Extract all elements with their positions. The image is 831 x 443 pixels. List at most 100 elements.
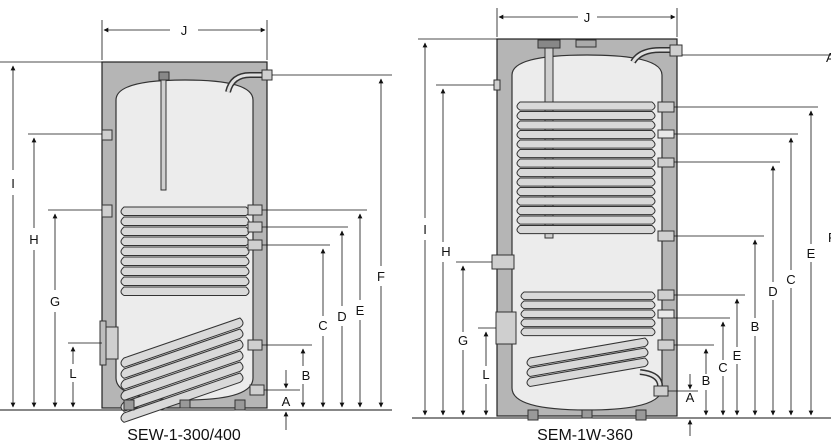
- lower-coil: [520, 291, 656, 337]
- label-L: L: [69, 366, 76, 381]
- coil-loop: [516, 168, 656, 178]
- label-E-upper: E: [807, 246, 816, 261]
- label-L: L: [482, 367, 489, 382]
- upper-coil-flow-fitting: [657, 101, 675, 113]
- coil-loop: [516, 215, 656, 225]
- electric-heater-port: [491, 254, 515, 270]
- cold-inlet-fitting: [249, 384, 265, 396]
- coil-loop: [516, 187, 656, 197]
- coil-loop: [516, 101, 656, 111]
- label-J: J: [584, 10, 591, 25]
- label-A: A: [686, 390, 695, 405]
- label-C-upper: C: [786, 272, 795, 287]
- foot: [635, 409, 647, 421]
- label-G: G: [50, 294, 60, 309]
- coil-loop: [516, 130, 656, 140]
- coil-loop: [516, 206, 656, 216]
- coil-loop: [120, 276, 250, 286]
- bottom-coil: [526, 337, 649, 388]
- lower-coil-fitting: [247, 339, 263, 351]
- coil-loop: [516, 111, 656, 121]
- heater-sew-1-300-400: J I H G L A B C: [0, 20, 392, 443]
- coil-loop: [120, 328, 244, 379]
- label-B-lower: B: [702, 373, 711, 388]
- lower-coil-flow-fitting: [657, 289, 675, 301]
- coil-loop: [520, 318, 656, 328]
- coil-loop: [120, 361, 244, 412]
- recirc-fitting: [247, 221, 263, 233]
- label-E: E: [356, 303, 365, 318]
- foot: [123, 399, 135, 411]
- label-G: G: [458, 333, 468, 348]
- coil-loop: [120, 339, 244, 390]
- coil-loop: [120, 246, 250, 256]
- foot: [527, 409, 539, 421]
- label-I: I: [11, 176, 15, 191]
- coil-loop: [120, 236, 250, 246]
- label-E-lower: E: [733, 348, 742, 363]
- label-A: A: [282, 394, 291, 409]
- lower-coil: [120, 317, 244, 423]
- label-H: H: [29, 232, 38, 247]
- coil-loop: [520, 309, 656, 319]
- label-C: C: [318, 318, 327, 333]
- label-J: J: [181, 23, 188, 38]
- top-port: [575, 39, 597, 48]
- upper-coil: [516, 101, 656, 235]
- label-A-top: A: [826, 50, 831, 65]
- coil-loop: [526, 347, 649, 378]
- label-H: H: [441, 244, 450, 259]
- coil-loop: [516, 149, 656, 159]
- coil-loop: [520, 291, 656, 301]
- coil-loop: [120, 372, 244, 423]
- anode-cap: [537, 39, 561, 49]
- coil-loop: [516, 196, 656, 206]
- label-I: I: [423, 222, 427, 237]
- recirc-fitting: [657, 157, 675, 168]
- label-D: D: [768, 284, 777, 299]
- sensor-fitting: [657, 129, 675, 139]
- coil-loop: [120, 350, 244, 401]
- coil-loop: [516, 158, 656, 168]
- coil-return-fitting: [247, 239, 263, 251]
- label-F: F: [828, 230, 831, 245]
- hot-outlet-fitting: [261, 69, 273, 81]
- label-D: D: [337, 309, 346, 324]
- drain: [179, 399, 191, 409]
- coil-loop: [516, 120, 656, 130]
- label-B-upper: B: [751, 319, 760, 334]
- coil-flow-fitting: [247, 204, 263, 216]
- label-C-lower: C: [718, 360, 727, 375]
- upper-coil-return-fitting: [657, 230, 675, 242]
- drain: [581, 409, 593, 419]
- coil-loop: [120, 266, 250, 276]
- coil-loop: [120, 256, 250, 266]
- cold-inlet-fitting: [653, 385, 669, 397]
- sensor-fitting-lower: [657, 309, 675, 319]
- coil-loop: [520, 300, 656, 310]
- inspection-flange: [495, 311, 517, 345]
- caption-sew-1-300-400: SEW-1-300/400: [127, 427, 241, 443]
- sensor-port-upper: [101, 129, 113, 141]
- coil-loop: [516, 139, 656, 149]
- upper-coil: [120, 206, 250, 296]
- caption-sem-1w-360: SEM-1W-360: [537, 427, 633, 443]
- coil-loop: [120, 286, 250, 296]
- coil-loop: [516, 177, 656, 187]
- anode-rod: [160, 79, 167, 191]
- coil-loop: [120, 226, 250, 236]
- coil-loop: [516, 225, 656, 235]
- coil-loop: [120, 206, 250, 216]
- sensor-port-mid: [101, 204, 113, 218]
- sensor-port-upper: [493, 79, 501, 91]
- coil-loop: [120, 216, 250, 226]
- heater-sem-1w-360: J I H G L A B C: [412, 8, 831, 443]
- label-F: F: [377, 269, 385, 284]
- anode-cap: [158, 71, 170, 81]
- coil-loop: [120, 317, 244, 368]
- coil-loop: [520, 327, 656, 337]
- coil-loop: [526, 337, 649, 368]
- coil-loop: [526, 357, 649, 388]
